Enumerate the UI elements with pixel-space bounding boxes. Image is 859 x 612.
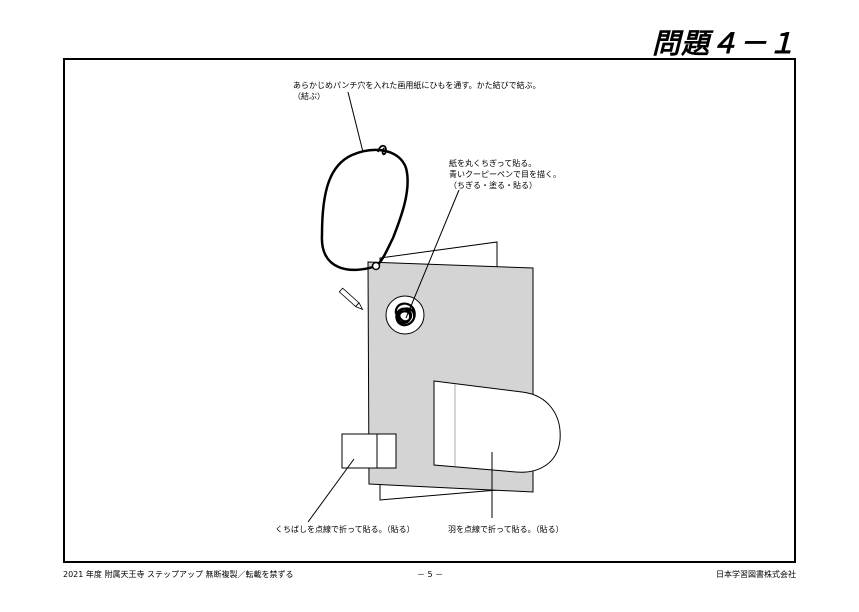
string-annotation-line2: （結ぶ） xyxy=(293,92,325,101)
wing-annotation: 羽を点線で折って貼る。（貼る） xyxy=(448,525,564,534)
leader-beak xyxy=(307,458,355,523)
string-annotation: あらかじめパンチ穴を入れた画用紙にひもを通す。かた結びで結ぶ。 （結ぶ） xyxy=(293,80,541,102)
footer-left: 2021 年度 附属天王寺 ステップアップ 無断複製／転載を禁ずる xyxy=(63,570,294,579)
beak-right xyxy=(376,433,397,469)
eye-annotation-line1: 紙を丸くちぎって貼る。 xyxy=(449,159,537,168)
eye-paper xyxy=(385,295,425,335)
string-loop xyxy=(320,148,409,272)
string-annotation-line1: あらかじめパンチ穴を入れた画用紙にひもを通す。かた結びで結ぶ。 xyxy=(293,81,541,90)
punch-hole xyxy=(371,261,381,271)
eye-annotation-line2: 青いクーピーペンで目を描く。 xyxy=(449,170,561,179)
leader-eye xyxy=(405,189,460,319)
content-frame xyxy=(63,58,796,563)
footer-page-number: － 5 － xyxy=(417,570,444,579)
string-knot xyxy=(377,144,387,156)
eye-annotation: 紙を丸くちぎって貼る。 青いクーピーペンで目を描く。 （ちぎる・塗る・貼る） xyxy=(449,158,561,191)
beak-annotation: くちばしを点線で折って貼る。（貼る） xyxy=(275,525,415,534)
pencil-icon xyxy=(338,287,364,311)
eye-annotation-line3: （ちぎる・塗る・貼る） xyxy=(449,181,537,190)
footer-publisher: 日本学習図書株式会社 xyxy=(716,570,796,579)
beak-left xyxy=(341,433,378,469)
eye-scribble xyxy=(394,302,416,327)
leader-string xyxy=(347,91,364,153)
page-title: 問題４－１ xyxy=(651,27,797,60)
wing-paper xyxy=(433,380,561,473)
